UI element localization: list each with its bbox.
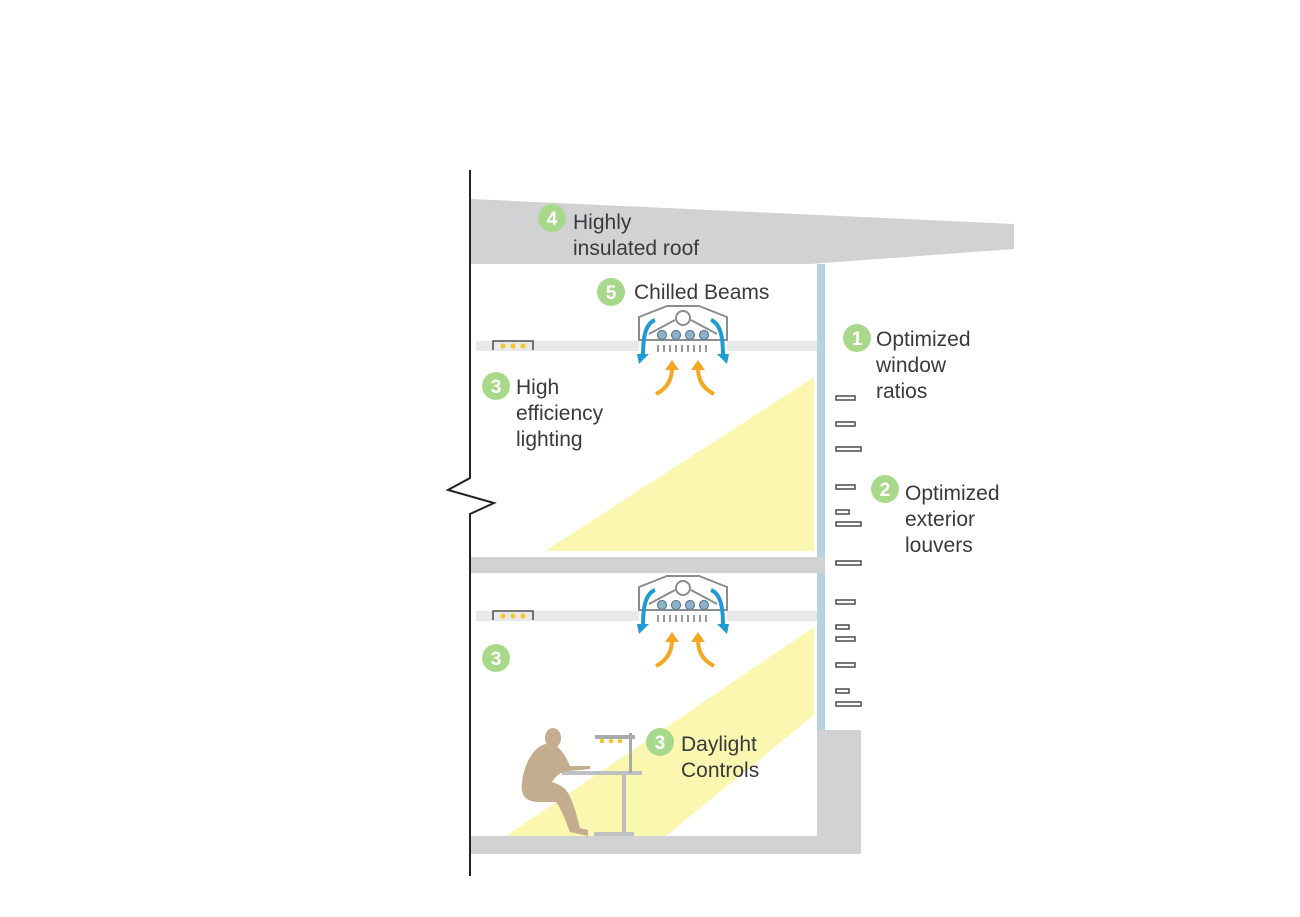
svg-text:Optimized: Optimized [876,328,971,351]
spandrel-wall [817,730,861,836]
badge-3-lighting: 3 [482,372,510,400]
svg-text:2: 2 [880,480,891,501]
louver-blade-icon [835,662,856,668]
label-chilled-beams: Chilled Beams [634,281,769,304]
louver-blade-icon [835,395,856,401]
louver-blade-icon [835,624,850,630]
louver-blade-icon [835,521,862,527]
svg-text:exterior: exterior [905,508,975,531]
label-exterior-louvers: Optimized exterior louvers [905,482,1000,557]
svg-text:3: 3 [491,649,502,670]
louver-blade-icon [835,688,850,694]
svg-text:Controls: Controls [681,759,759,782]
svg-text:High: High [516,376,559,399]
louver-blade-icon [835,509,850,515]
badge-3-lighting-lower: 3 [482,644,510,672]
svg-text:4: 4 [547,209,558,230]
floor-slab-middle [471,557,825,573]
warm-air-arrows-icon [655,360,715,396]
svg-text:Optimized: Optimized [905,482,1000,505]
svg-text:Chilled Beams: Chilled Beams [634,281,769,304]
svg-text:5: 5 [606,283,617,304]
seated-person-icon [521,728,590,836]
louver-blade-icon [835,560,862,566]
badge-5: 5 [597,278,625,306]
louver-blade-icon [835,446,862,452]
svg-text:window: window [875,354,947,377]
section-break-line [445,170,497,876]
window-glass-lower [817,573,825,730]
floor-slab-ground [471,836,861,854]
louver-blade-icon [835,421,856,427]
svg-text:Highly: Highly [573,211,632,234]
daylight-wedge-upper [545,377,814,551]
desk-lamp-icon [562,733,642,836]
label-high-efficiency-lighting: High efficiency lighting [516,376,604,451]
badge-1: 1 [843,324,871,352]
label-window-ratios: Optimized window ratios [875,328,971,403]
svg-text:1: 1 [852,329,863,350]
svg-text:insulated roof: insulated roof [573,237,699,260]
svg-text:lighting: lighting [516,428,583,451]
louver-blade-icon [835,701,862,707]
louver-blade-icon [835,484,856,490]
svg-text:louvers: louvers [905,534,973,557]
louver-blade-icon [835,636,856,642]
light-fixture-icon [492,340,534,350]
label-roof: Highly insulated roof [573,211,699,260]
louver-blades [835,395,862,707]
chilled-beam-icon [637,575,729,634]
svg-text:ratios: ratios [876,380,927,403]
window-glass-upper [817,264,825,557]
svg-text:Daylight: Daylight [681,733,757,756]
badge-3-daylight: 3 [646,728,674,756]
svg-text:3: 3 [655,733,666,754]
roof-slab [471,199,1014,264]
louver-blade-icon [835,599,856,605]
svg-text:efficiency: efficiency [516,402,604,425]
label-daylight-controls: Daylight Controls [681,733,759,782]
svg-text:3: 3 [491,377,502,398]
badge-2: 2 [871,475,899,503]
light-fixture-icon [492,610,534,620]
badge-4: 4 [538,204,566,232]
warm-air-arrows-icon [655,632,715,668]
chilled-beam-icon [637,305,729,364]
